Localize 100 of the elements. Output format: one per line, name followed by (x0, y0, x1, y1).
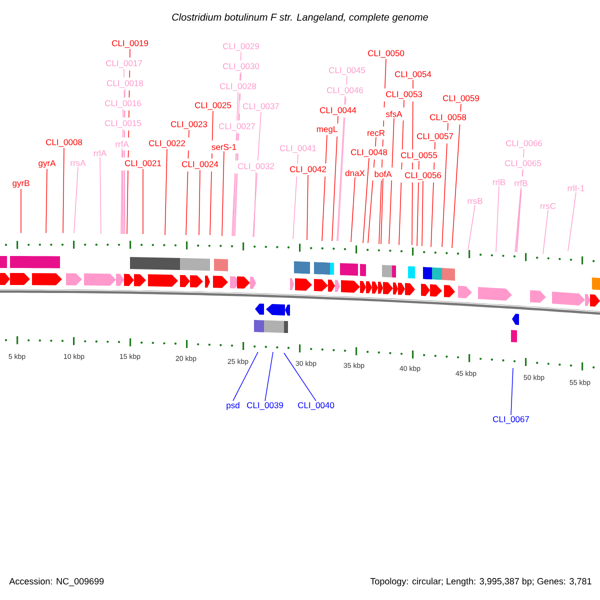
gene-label: CLI_0057 (417, 133, 453, 141)
leader-line (126, 48, 130, 234)
leader-line (120, 148, 122, 234)
gene-label: CLI_0017 (106, 60, 142, 68)
leader-line (368, 136, 376, 244)
leader-line (322, 134, 328, 242)
leader-line (122, 108, 124, 234)
gene-label: CLI_0045 (329, 67, 366, 75)
leader-line (452, 104, 462, 248)
leader-line (336, 96, 346, 242)
leader-line (568, 192, 576, 252)
leader-line (516, 168, 524, 252)
leader-line (252, 112, 262, 238)
gene-label: CLI_0058 (430, 114, 466, 122)
gene-label: bofA (374, 170, 392, 178)
gene-label: CLI_0016 (105, 100, 142, 108)
leader-line (496, 186, 500, 252)
leader-line (164, 148, 168, 236)
title: Clostridium botulinum F str. Langeland, complete genome (172, 13, 428, 23)
leader-line (338, 76, 348, 242)
gene-label: serS-1 (212, 144, 236, 150)
accession-label: Accession: NC_009699 (9, 578, 104, 586)
gene-label: psd (226, 402, 240, 410)
leader-line (378, 58, 386, 244)
leader-line (284, 352, 316, 402)
gene-label: rrsB (468, 198, 482, 204)
gene-label: CLI_0029 (223, 43, 260, 51)
gene-label: CLI_0050 (368, 50, 404, 58)
leader-line (412, 80, 414, 246)
leader-line (350, 176, 356, 242)
gene-label: rrfB (514, 180, 528, 186)
leader-line (74, 166, 78, 234)
leader-line (422, 180, 424, 246)
leader-line (416, 160, 420, 246)
gene-label: CLI_0048 (351, 149, 388, 157)
gene-label: sfsA (386, 110, 402, 118)
gene-label: CLI_0059 (443, 95, 480, 103)
gene-label: megL (316, 126, 338, 134)
leader-line (292, 154, 298, 240)
leader-line (380, 178, 384, 244)
gene-label: CLI_0037 (243, 103, 279, 111)
leader-line (430, 142, 436, 248)
gene-label: CLI_0066 (506, 140, 542, 148)
gene-label: CLI_0040 (298, 402, 334, 410)
gene-label: CLI_0042 (290, 166, 326, 174)
gene-label: CLI_0008 (46, 139, 82, 147)
gene-label: CLI_0019 (112, 40, 148, 48)
gene-label: CLI_0022 (149, 140, 185, 148)
gene-label: rrfA (116, 140, 129, 148)
gene-label: rrlB (492, 178, 506, 186)
gene-label: CLI_0021 (125, 160, 161, 168)
leader-line (468, 204, 476, 250)
gene-label: CLI_0025 (195, 102, 232, 110)
gene-label: rrlA (94, 150, 107, 156)
gene-label: CLI_0067 (493, 416, 529, 424)
leader-line (332, 116, 338, 242)
leader-line (186, 130, 190, 236)
gene-label: CLI_0023 (171, 121, 208, 129)
gene-label: gyrA (38, 160, 56, 168)
leader-line (542, 210, 548, 254)
leader-line (516, 148, 524, 252)
gene-label: CLI_0018 (107, 80, 144, 88)
gene-label: gyrB (12, 180, 30, 188)
leader-line (142, 168, 144, 234)
leader-line (100, 156, 102, 234)
gene-label: dnaX (345, 170, 365, 176)
gene-label: CLI_0024 (182, 161, 218, 169)
leader-line (254, 172, 256, 238)
leader-line (222, 150, 224, 236)
gene-label: CLI_0030 (223, 63, 260, 71)
gene-label: rrsA (70, 160, 86, 166)
leader-line (46, 168, 48, 234)
gene-label: CLI_0041 (280, 145, 316, 153)
leader-line (198, 170, 200, 236)
leader-line (306, 174, 308, 240)
leader-line (232, 352, 258, 402)
gene-label: CLI_0039 (247, 402, 284, 410)
gene-label: CLI_0065 (505, 160, 542, 168)
leader-line (232, 92, 238, 236)
leader-line (210, 110, 214, 236)
leader-line (442, 122, 448, 248)
gene-label: CLI_0044 (320, 107, 356, 115)
gene-label: rrsC (540, 203, 556, 209)
genome-info-label: Topology: circular; Length: 3,995,387 bp; Genes: 3,781 (370, 578, 592, 586)
leader-line (232, 132, 238, 236)
gene-label: CLI_0046 (327, 87, 364, 95)
gene-label: CLI_0015 (105, 120, 142, 128)
leader-line (122, 128, 124, 234)
gene-label: recR (368, 130, 385, 136)
leader-line (62, 148, 64, 234)
leader-line (234, 72, 242, 236)
gene-label: CLI_0055 (401, 152, 438, 160)
leader-line (514, 186, 522, 252)
leader-line (388, 118, 394, 244)
gene-label: CLI_0053 (386, 91, 422, 99)
leader-line (362, 158, 370, 244)
gene-label: CLI_0054 (395, 71, 432, 79)
gene-label: CLI_0056 (405, 172, 442, 180)
leader-line (234, 52, 242, 236)
leader-line (20, 188, 22, 234)
